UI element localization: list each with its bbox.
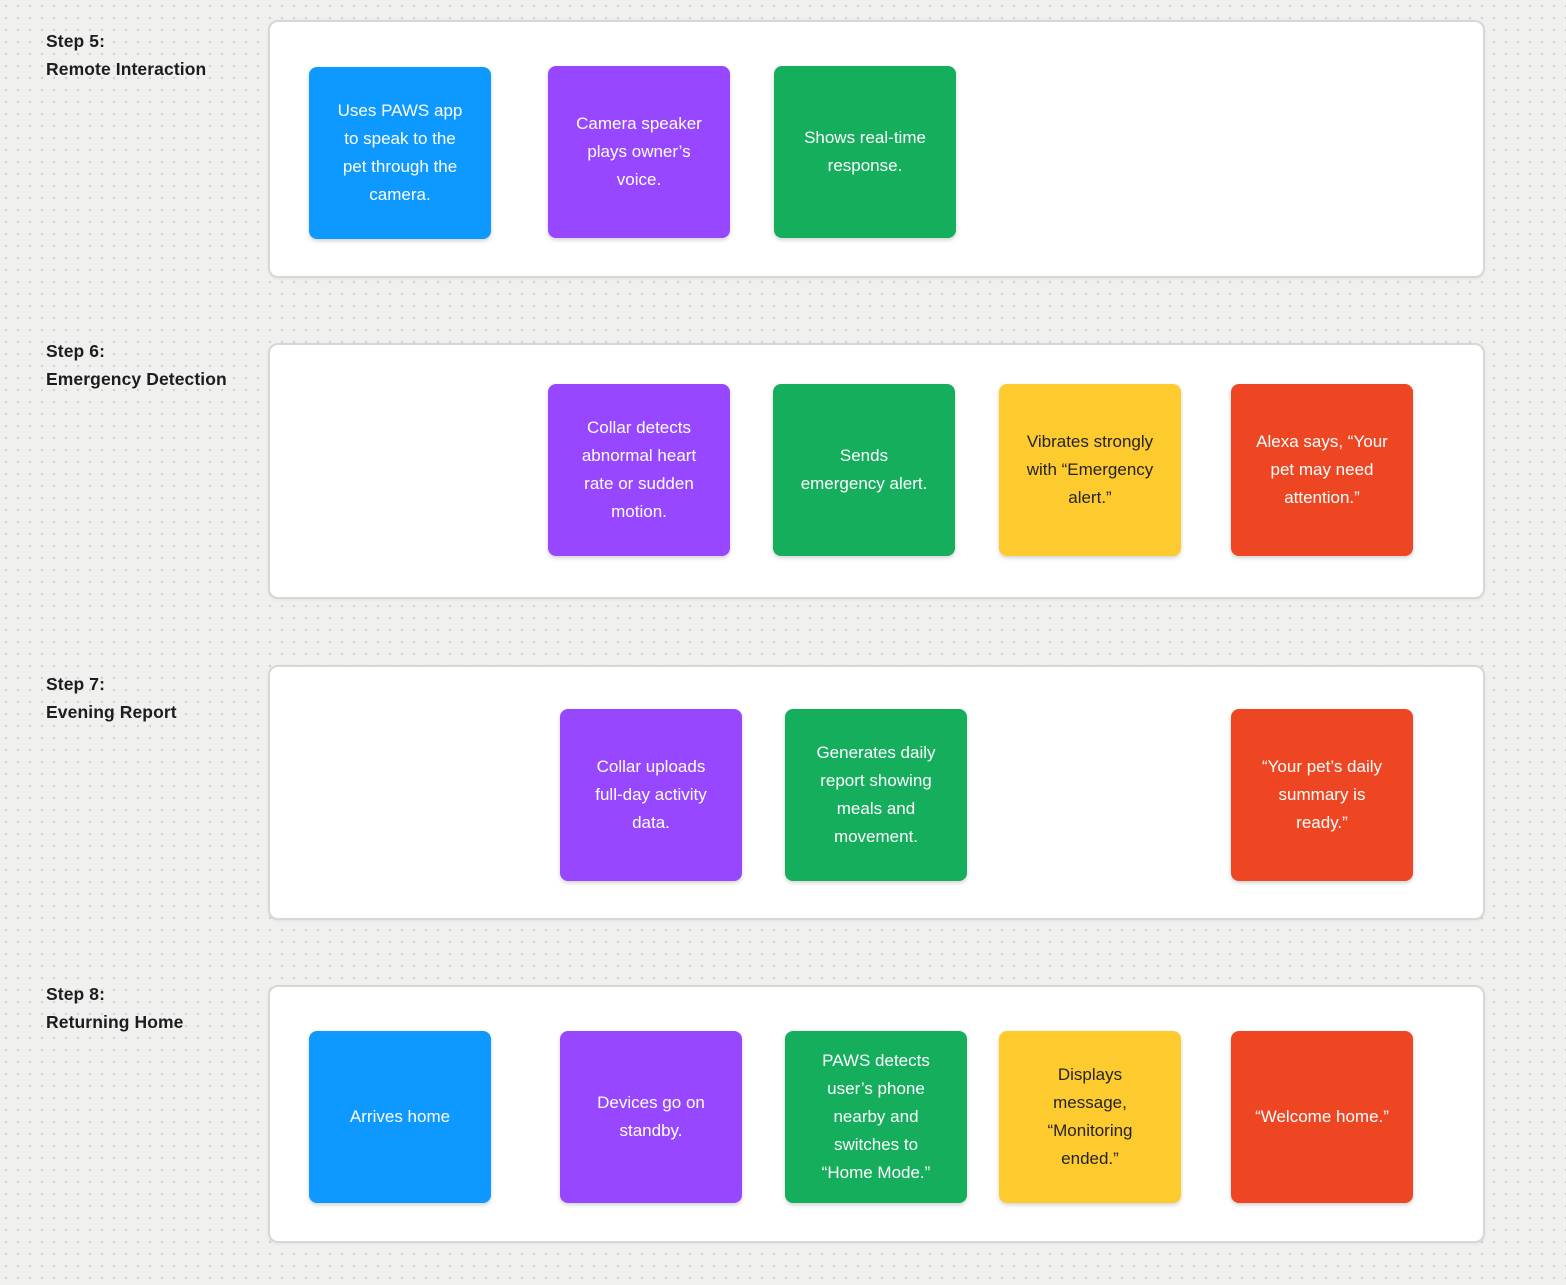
sticky-note[interactable]: Vibrates strongly with “Emergency alert.… [999,384,1181,556]
sticky-note-text: Collar detects abnormal heart rate or su… [582,414,696,526]
note-line: alert.” [1068,488,1112,507]
note-line: PAWS detects [822,1051,930,1070]
note-line: movement. [833,827,919,846]
sticky-note-text: Generates daily report showing meals and… [816,739,935,851]
note-line: user’s phone [827,1079,925,1098]
sticky-note[interactable]: Alexa says, “Your pet may need attention… [1231,384,1413,556]
note-line: “Home Mode.” [821,1163,931,1182]
note-line: full-day activity [595,785,707,804]
note-line: camera. [369,185,431,204]
sticky-note-text: Devices go on standby. [597,1089,705,1145]
note-line: Displays [1057,1065,1123,1084]
note-line: “Your pet’s daily [1261,757,1383,776]
sticky-note[interactable]: Sends emergency alert. [773,384,955,556]
step-label-line: Evening Report [46,702,177,722]
note-line: rate or sudden [584,474,694,493]
step-8-label: Step 8: Returning Home [46,980,184,1036]
sticky-note-text: Displays message, “Monitoring ended.” [1047,1061,1132,1173]
note-line: nearby and [833,1107,919,1126]
sticky-note-text: Sends emergency alert. [801,442,928,498]
step-label-line: Remote Interaction [46,59,207,79]
step-label-line: Returning Home [46,1012,184,1032]
step-label-line: Step 5: [46,31,106,51]
note-line: Devices go on [597,1093,705,1112]
step-label-line: Emergency Detection [46,369,227,389]
note-line: ended.” [1061,1149,1119,1168]
note-line: pet may need [1270,460,1374,479]
sticky-note[interactable]: PAWS detects user’s phone nearby and swi… [785,1031,967,1203]
note-line: data. [632,813,670,832]
sticky-note[interactable]: Collar detects abnormal heart rate or su… [548,384,730,556]
sticky-note[interactable]: “Your pet’s daily summary is ready.” [1231,709,1413,881]
note-line: Uses PAWS app [337,101,463,120]
note-line: Alexa says, “Your [1256,432,1388,451]
note-line: motion. [611,502,667,521]
note-line: emergency alert. [800,474,928,493]
note-line: Generates daily [816,743,936,762]
note-line: “Monitoring [1047,1121,1133,1140]
sticky-note-text: Vibrates strongly with “Emergency alert.… [1027,428,1154,512]
note-line: Arrives home [349,1107,451,1126]
sticky-note[interactable]: “Welcome home.” [1231,1031,1413,1203]
step-6-label: Step 6: Emergency Detection [46,337,227,393]
sticky-note[interactable]: Collar uploads full-day activity data. [560,709,742,881]
note-line: Collar uploads [596,757,706,776]
note-line: summary is [1278,785,1366,804]
sticky-note-text: “Welcome home.” [1255,1103,1389,1131]
note-line: response. [827,156,903,175]
sticky-note-text: Alexa says, “Your pet may need attention… [1256,428,1388,512]
note-line: report showing [820,771,932,790]
step-5-label: Step 5: Remote Interaction [46,27,206,83]
sticky-note-text: Uses PAWS app to speak to the pet throug… [338,97,463,209]
step-label-line: Step 8: [46,984,106,1004]
note-line: plays owner’s [587,142,691,161]
sticky-note-text: Collar uploads full-day activity data. [595,753,706,837]
sticky-note-text: “Your pet’s daily summary is ready.” [1262,753,1382,837]
sticky-note[interactable]: Generates daily report showing meals and… [785,709,967,881]
step-8-section[interactable]: Arrives home Devices go on standby. PAWS… [268,985,1485,1243]
sticky-note-text: Shows real-time response. [804,124,926,180]
sticky-note[interactable]: Shows real-time response. [774,66,956,238]
step-label-line: Step 7: [46,674,106,694]
note-line: to speak to the [344,129,456,148]
sticky-note[interactable]: Uses PAWS app to speak to the pet throug… [309,67,491,239]
note-line: voice. [616,170,662,189]
sticky-note-text: Camera speaker plays owner’s voice. [576,110,702,194]
step-label-line: Step 6: [46,341,106,361]
note-line: with “Emergency [1026,460,1154,479]
note-line: switches to [833,1135,919,1154]
note-line: Camera speaker [576,114,702,133]
sticky-note[interactable]: Camera speaker plays owner’s voice. [548,66,730,238]
note-line: pet through the [342,157,458,176]
note-line: Sends [839,446,889,465]
sticky-note[interactable]: Devices go on standby. [560,1031,742,1203]
note-line: abnormal heart [581,446,697,465]
note-line: “Welcome home.” [1255,1107,1389,1126]
note-line: ready.” [1296,813,1348,832]
note-line: standby. [619,1121,683,1140]
note-line: Shows real-time [804,128,926,147]
note-line: meals and [836,799,916,818]
sticky-note-text: PAWS detects user’s phone nearby and swi… [822,1047,931,1187]
note-line: message, [1053,1093,1127,1112]
sticky-note[interactable]: Arrives home [309,1031,491,1203]
step-6-section[interactable]: Collar detects abnormal heart rate or su… [268,343,1485,599]
sticky-note-text: Arrives home [350,1103,450,1131]
note-line: Collar detects [587,418,691,437]
step-5-section[interactable]: Uses PAWS app to speak to the pet throug… [268,20,1485,278]
step-7-label: Step 7: Evening Report [46,670,177,726]
step-7-section[interactable]: Collar uploads full-day activity data. G… [268,665,1485,920]
note-line: attention.” [1284,488,1360,507]
note-line: Vibrates strongly [1026,432,1154,451]
sticky-note[interactable]: Displays message, “Monitoring ended.” [999,1031,1181,1203]
